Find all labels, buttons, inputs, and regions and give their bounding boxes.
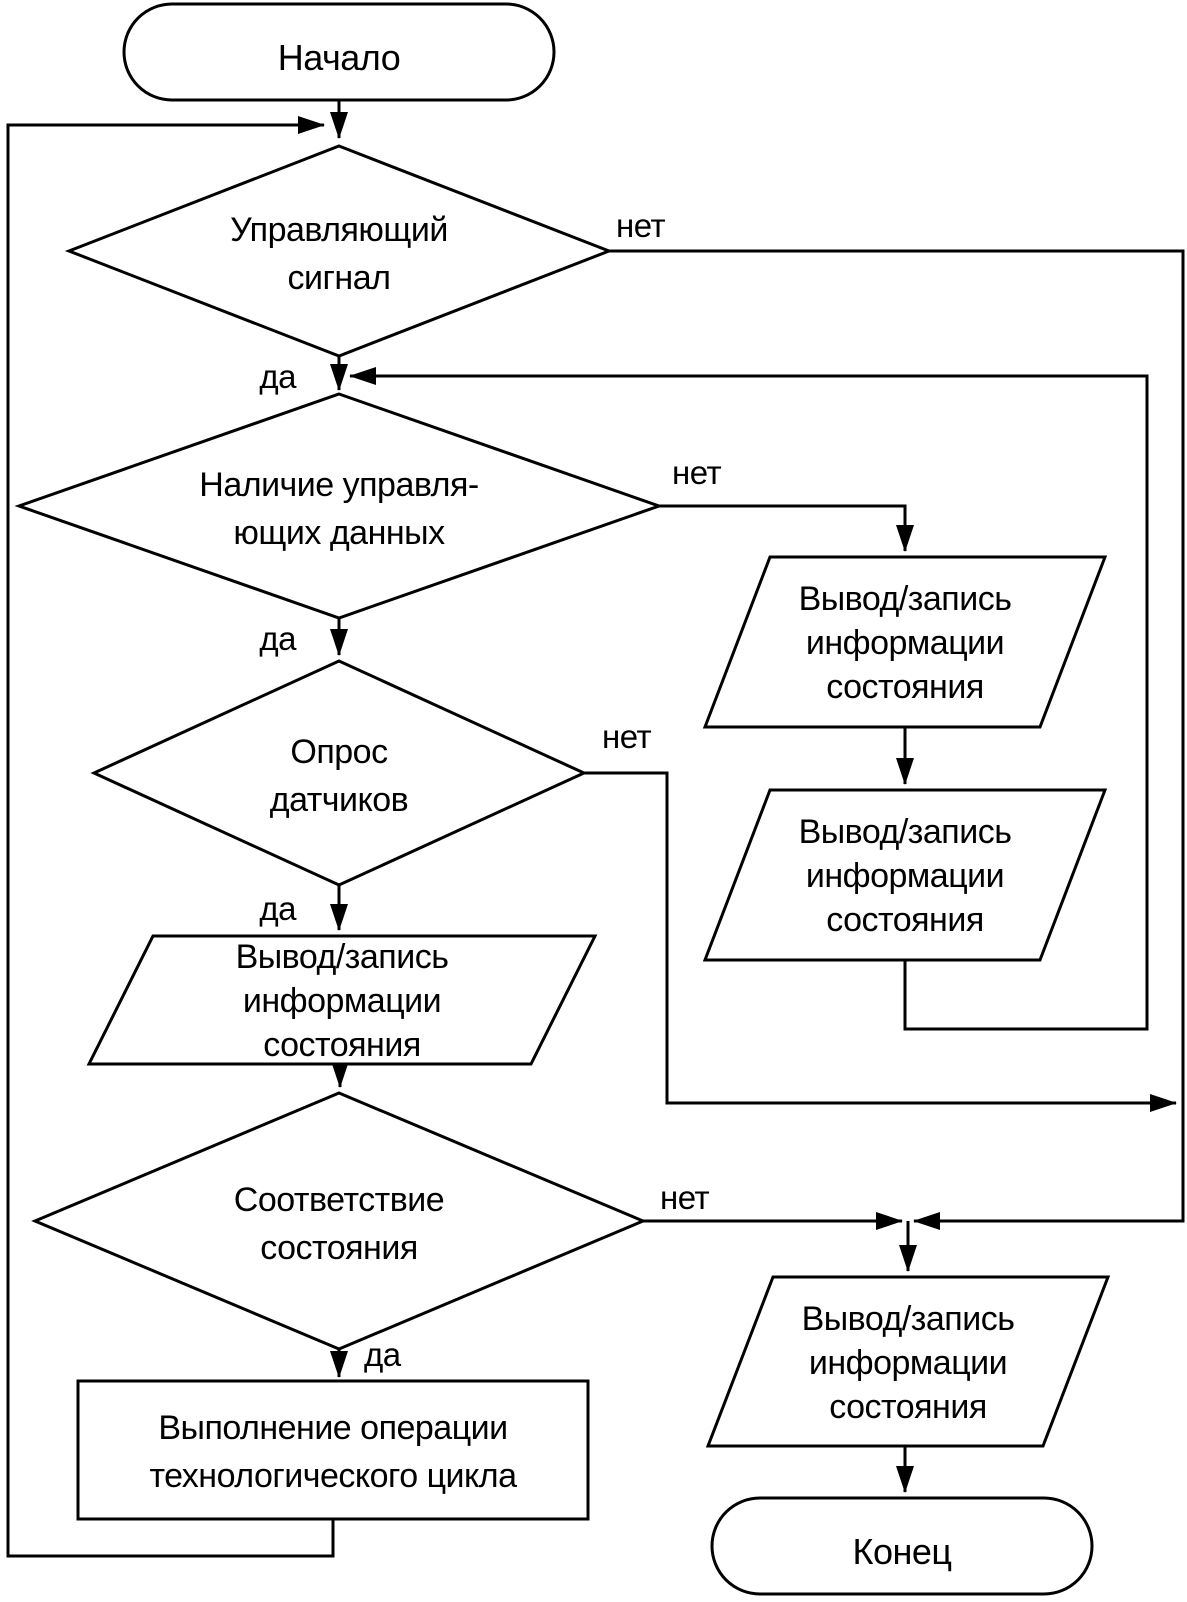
branch-label-yes-state-match: да [364,1336,402,1373]
decision-state-match-line1: Соответствие [234,1181,444,1219]
io-state-right-2-line2: информации [806,857,1004,895]
decision-sensor-poll-line2: датчиков [270,781,409,819]
decision-control-signal-line2: сигнал [288,259,391,297]
io-state-left-line2: информации [243,982,441,1020]
edge-control-data-no [659,504,914,552]
end-terminator [710,1496,1094,1596]
decision-state-match [31,1091,647,1351]
decision-control-data-line1: Наличие управля- [199,466,478,504]
io-state-bottom-line3: состояния [829,1388,986,1426]
decision-control-data-line2: ющих данных [233,514,445,552]
edge-control-signal-no-rail [609,249,1185,1230]
io-state-right-1 [702,555,1108,729]
io-state-bottom [705,1275,1111,1448]
branch-label-no-control-data: нет [672,454,721,491]
branch-label-yes-sensor-poll: да [259,890,297,927]
edge-io-right2-loopback [349,367,1149,1031]
edge-process-to-control-signal [6,116,335,1558]
end-label: Конец [852,1531,951,1572]
decision-control-signal-line1: Управляющий [230,211,448,249]
io-state-left [86,934,598,1066]
io-state-right-2-line1: Вывод/запись [799,813,1012,851]
process-tech-cycle [76,1379,590,1521]
start-label: Начало [278,37,400,78]
io-state-right-1-line3: состояния [826,668,983,706]
process-tech-cycle-line1: Выполнение операции [158,1409,507,1447]
io-state-right-1-line1: Вывод/запись [799,580,1012,618]
branch-label-no-sensor-poll: нет [602,718,651,755]
decision-state-match-line2: состояния [260,1229,417,1267]
decision-control-signal [64,144,614,358]
io-state-right-1-line2: информации [806,624,1004,662]
branch-label-yes-control-signal: да [259,358,297,395]
branch-label-yes-control-data: да [259,620,297,657]
branch-label-no-control-signal: нет [616,207,665,244]
edge-sensor-poll-no [584,771,1177,1112]
decision-control-data [14,392,664,620]
io-state-left-line1: Вывод/запись [236,938,449,976]
process-tech-cycle-line2: технологического цикла [149,1457,517,1495]
decision-sensor-poll-line1: Опрос [290,733,388,771]
io-state-right-2 [702,788,1108,962]
io-state-bottom-line2: информации [809,1344,1007,1382]
io-state-right-2-line3: состояния [826,901,983,939]
io-state-left-line3: состояния [263,1026,420,1064]
decision-sensor-poll [90,659,588,887]
io-state-bottom-line1: Вывод/запись [802,1300,1015,1338]
branch-label-no-state-match: нет [660,1179,709,1216]
start-terminator [122,2,556,102]
